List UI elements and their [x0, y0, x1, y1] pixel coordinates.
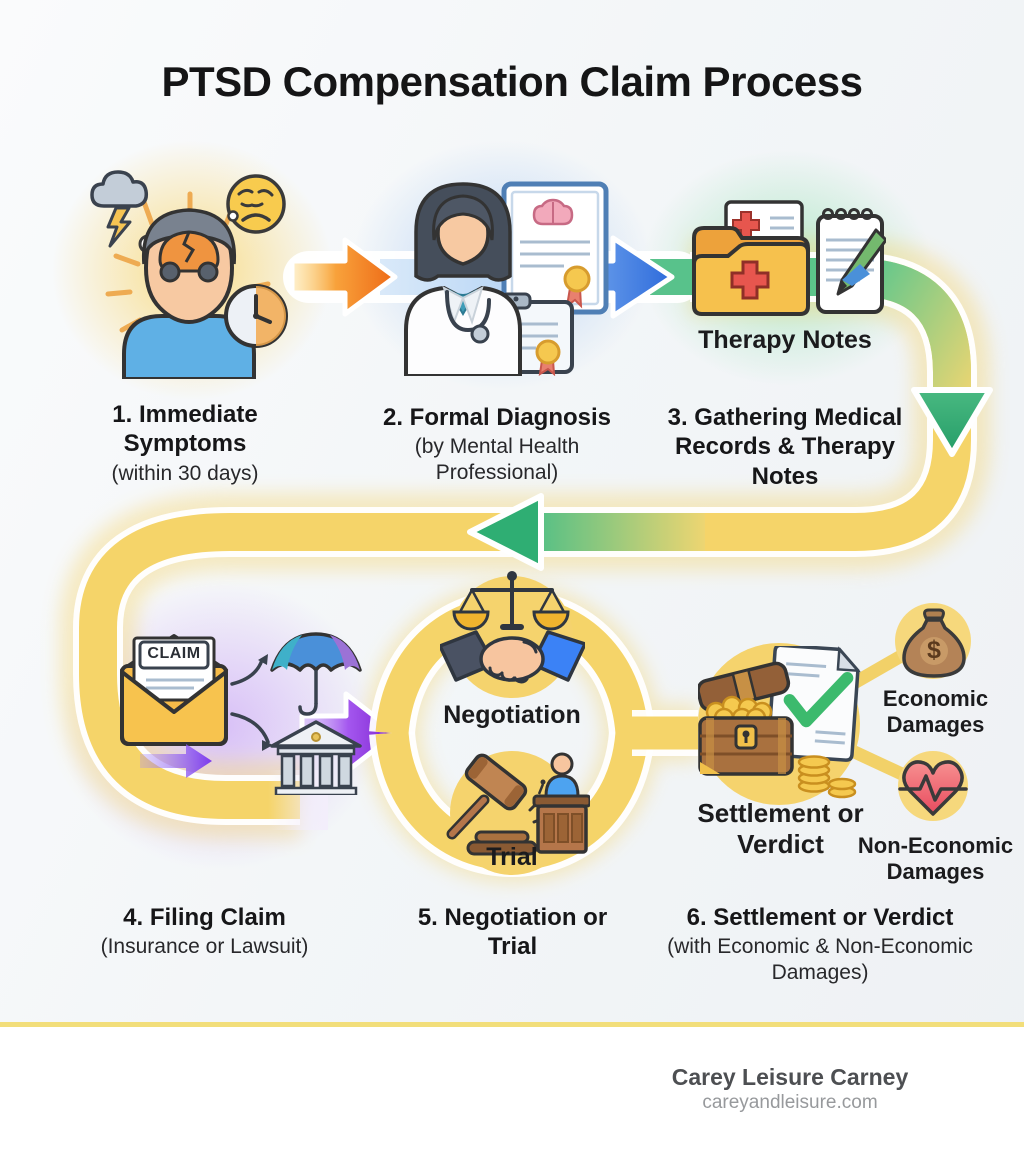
footer-area	[0, 1027, 1024, 1154]
treasure-chest-icon	[698, 661, 794, 776]
trial-icon	[446, 752, 590, 856]
step3-label: 3. Gathering Medical Records & Therapy N…	[667, 404, 903, 490]
gavel-icon	[446, 753, 546, 856]
bank-icon	[270, 720, 362, 795]
step5-label: 5. Negotiation or Trial	[417, 904, 608, 961]
step3-text: 3. Gathering Medical Records & Therapy N…	[660, 403, 910, 491]
step2-text: 2. Formal Diagnosis (by Mental Health Pr…	[372, 403, 622, 485]
footer-divider	[0, 1022, 1024, 1027]
noneconomic-damages-label: Non-Economic Damages	[857, 833, 1014, 884]
footer-brand-name: Carey Leisure Carney	[671, 1064, 909, 1090]
branch-arrows-icon	[230, 658, 270, 744]
heart-pulse-icon	[898, 760, 968, 816]
page-title: PTSD Compensation Claim Process	[161, 58, 863, 105]
step1-label: 1. Immediate Symptoms	[112, 401, 258, 458]
step4-text: 4. Filing Claim (Insurance or Lawsuit)	[72, 903, 337, 960]
handshake-icon	[440, 630, 585, 684]
medical-folder-icon	[692, 226, 810, 316]
connector-noneconomic	[843, 742, 907, 781]
sad-face-icon	[226, 174, 286, 234]
money-bag-icon	[902, 608, 966, 678]
scales-icon	[452, 571, 570, 631]
doctor-icon	[404, 182, 522, 376]
settlement-icon	[698, 646, 861, 799]
step1-sub: (within 30 days)	[111, 461, 259, 485]
claim-text: CLAIM	[147, 645, 201, 662]
step1-text: 1. Immediate Symptoms (within 30 days)	[75, 400, 295, 486]
step2-label: 2. Formal Diagnosis	[382, 404, 612, 431]
trial-label: Trial	[486, 843, 538, 871]
therapy-notes-caption: Therapy Notes	[698, 326, 872, 354]
step6-text: 6. Settlement or Verdict (with Economic …	[660, 903, 980, 985]
umbrella-icon	[270, 632, 362, 716]
footer-website: careyandleisure.com	[702, 1092, 878, 1113]
step2-sub: (by Mental Health Professional)	[414, 435, 580, 484]
negotiation-label: Negotiation	[443, 701, 581, 729]
doctor-diagnosis-icon	[404, 181, 609, 376]
settlement-caption: Settlement or Verdict	[697, 798, 864, 859]
notepad-pen-icon	[816, 208, 886, 314]
step6-label: 6. Settlement or Verdict	[686, 904, 954, 931]
dollar-sign-icon: $	[927, 636, 941, 664]
green-down-arrow-icon	[911, 387, 993, 457]
step4-label: 4. Filing Claim	[123, 904, 286, 931]
clock-icon	[224, 284, 288, 348]
economic-damages-label: Economic Damages	[882, 686, 989, 737]
green-left-trail	[535, 513, 705, 551]
coin-stack-icon	[797, 755, 857, 799]
mini-purple-arrow-icon	[140, 744, 212, 778]
storm-cloud-icon	[90, 170, 149, 248]
judge-bench-icon	[532, 752, 590, 854]
stressed-person-icon	[90, 170, 288, 379]
step6-sub: (with Economic & Non-Economic Damages)	[667, 935, 973, 984]
thought-bubble-icon	[227, 210, 239, 222]
negotiation-icon	[440, 571, 585, 684]
step5-text: 5. Negotiation or Trial	[415, 903, 610, 962]
records-notes-icon	[692, 200, 886, 316]
green-left-arrow-icon	[467, 493, 544, 571]
step4-sub: (Insurance or Lawsuit)	[100, 935, 309, 959]
